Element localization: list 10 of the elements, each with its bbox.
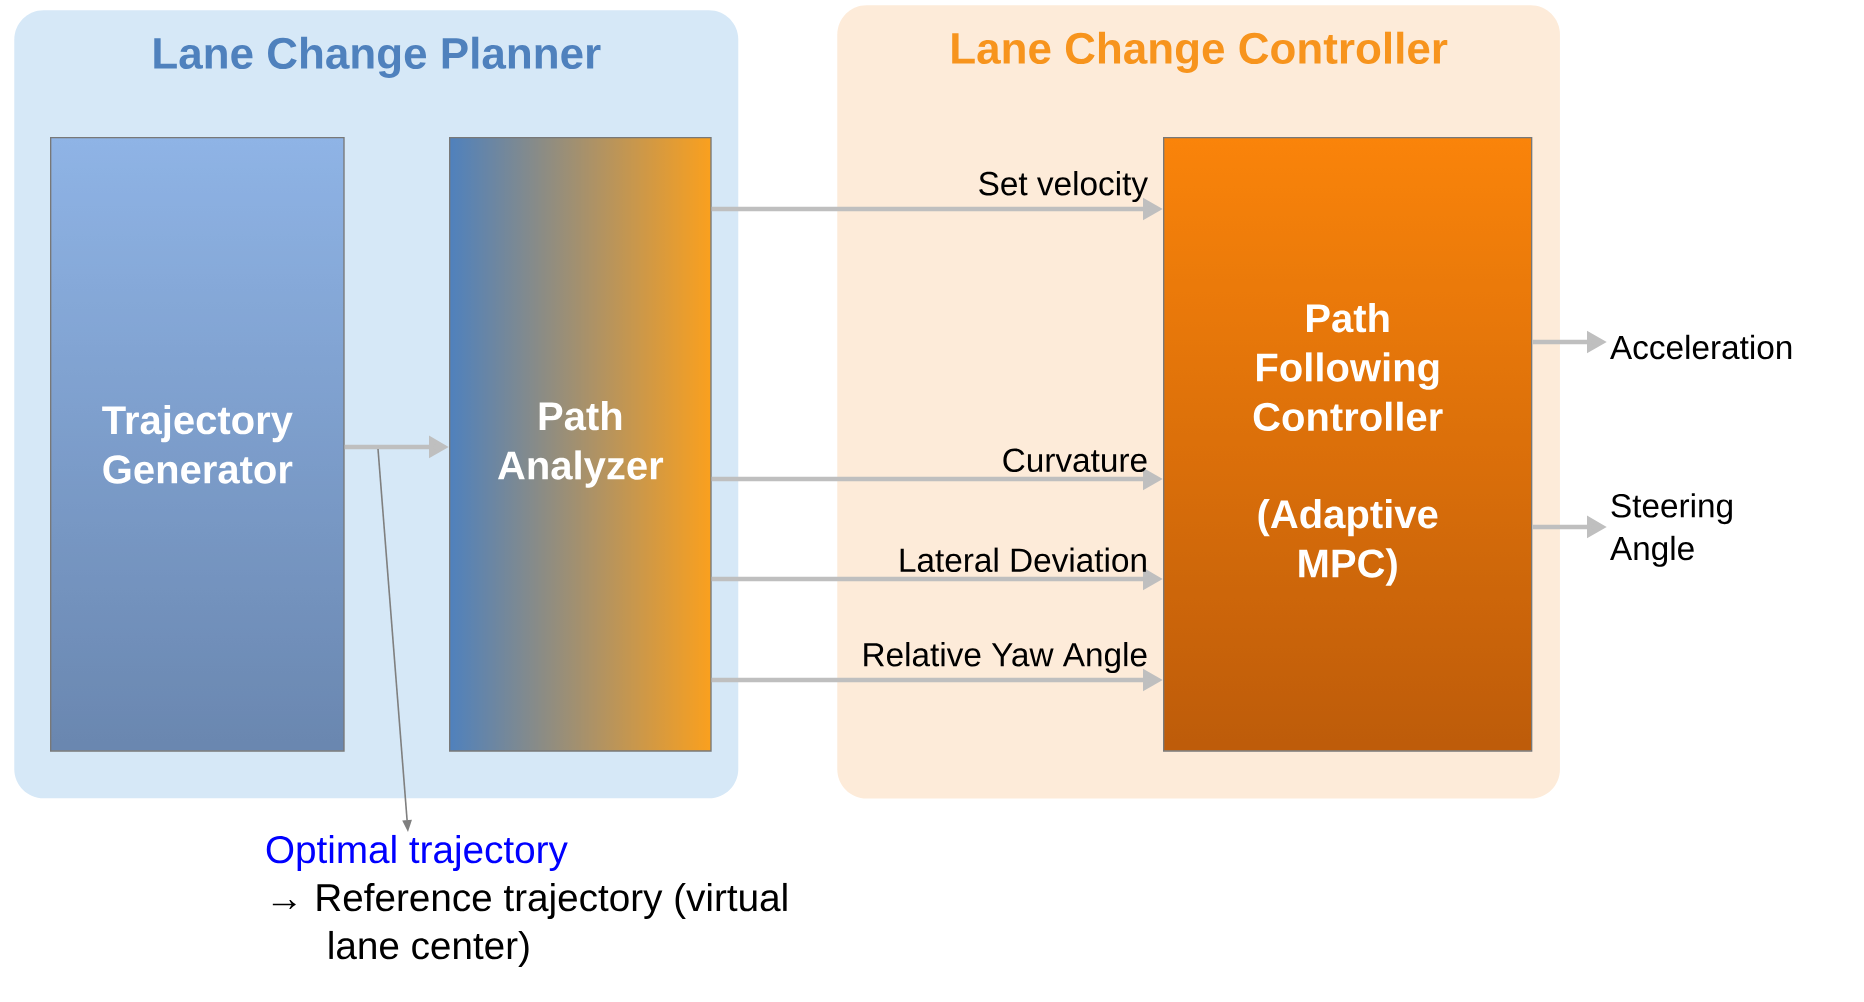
edge-label: Lateral Deviation: [900, 547, 1146, 573]
output-label: Acceleration: [1610, 334, 1792, 360]
edge-label: Set velocity: [979, 171, 1148, 203]
process-box: Trajectory Generator: [50, 137, 345, 752]
process-box: Path Analyzer: [449, 137, 712, 752]
edge-label: Relative Yaw Angle: [864, 642, 1147, 674]
output-label: Steering Angle: [1610, 493, 1732, 567]
note-text: Optimal trajectory → Reference trajectory (virtual lane center): [266, 834, 787, 967]
edge-label: Curvature: [1003, 448, 1147, 473]
process-box: Path Following Controller (Adaptive MPC): [1163, 137, 1533, 752]
